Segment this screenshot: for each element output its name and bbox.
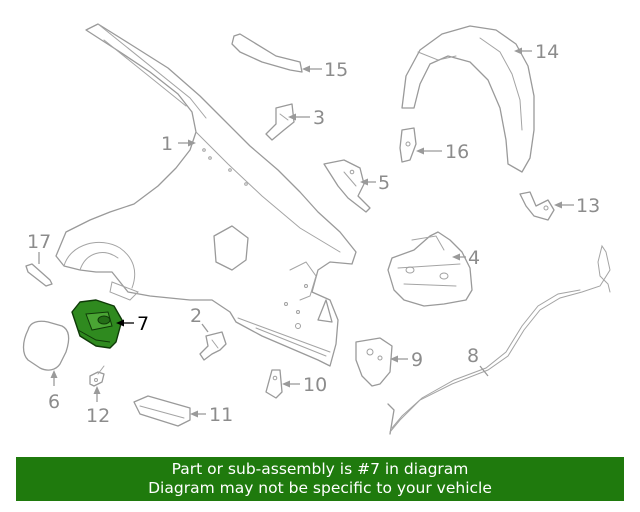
callout-label-17: 17 — [27, 231, 51, 253]
part-15-trim — [231, 33, 303, 73]
part-4-inner-panel — [387, 231, 473, 307]
callout-label-2: 2 — [190, 305, 202, 327]
part-11-channel — [133, 395, 191, 427]
part-10-bracket — [265, 369, 283, 399]
part-5-bracket — [323, 159, 371, 213]
callout-label-4: 4 — [468, 247, 480, 269]
callout-label-5: 5 — [378, 172, 390, 194]
callout-14[interactable]: 14 — [514, 41, 559, 63]
part-3-bracket — [265, 103, 295, 141]
part-12-clip — [89, 365, 105, 387]
callout-5[interactable]: 5 — [360, 172, 390, 194]
part-8-release-cable — [387, 244, 611, 435]
callout-12[interactable]: 12 — [86, 386, 110, 427]
callout-2[interactable]: 2 — [190, 305, 209, 333]
callout-3[interactable]: 3 — [288, 107, 325, 129]
callout-17[interactable]: 17 — [27, 231, 51, 264]
callout-13[interactable]: 13 — [554, 195, 600, 217]
callout-label-15: 15 — [324, 59, 348, 81]
callout-label-9: 9 — [411, 349, 423, 371]
callout-15[interactable]: 15 — [302, 59, 348, 81]
callout-1[interactable]: 1 — [161, 133, 196, 155]
callout-7[interactable]: 7 — [116, 313, 149, 335]
banner-line-1: Part or sub-assembly is #7 in diagram — [171, 460, 469, 478]
callout-8[interactable]: 8 — [467, 345, 489, 377]
part-17-strip — [25, 263, 53, 287]
callout-9[interactable]: 9 — [390, 349, 423, 371]
callout-label-16: 16 — [445, 141, 469, 163]
callout-label-14: 14 — [535, 41, 559, 63]
part-1-quarter-panel — [55, 23, 357, 367]
part-9-bracket — [355, 337, 393, 387]
part-2-bracket — [199, 331, 227, 361]
callout-label-7: 7 — [137, 313, 149, 335]
callout-11[interactable]: 11 — [190, 404, 233, 426]
parts-diagram: 1 2 3 4 5 6 7 8 9 10 — [22, 23, 611, 435]
part-14-wheel-liner — [401, 25, 535, 173]
banner-line-2: Diagram may not be specific to your vehi… — [148, 479, 492, 497]
callout-label-8: 8 — [467, 345, 479, 367]
callout-label-3: 3 — [313, 107, 325, 129]
callout-label-12: 12 — [86, 405, 110, 427]
callout-4[interactable]: 4 — [452, 247, 480, 269]
callout-label-6: 6 — [48, 391, 60, 413]
callout-label-1: 1 — [161, 133, 173, 155]
callout-label-10: 10 — [303, 374, 327, 396]
part-13-bracket — [519, 191, 555, 221]
part-7-fuel-filler-housing — [71, 299, 123, 349]
callout-label-11: 11 — [209, 404, 233, 426]
part-6-fuel-door — [22, 320, 70, 371]
callout-10[interactable]: 10 — [282, 374, 327, 396]
info-banner: Part or sub-assembly is #7 in diagram Di… — [16, 457, 624, 501]
callout-label-13: 13 — [576, 195, 600, 217]
part-16-bracket — [399, 127, 417, 163]
callout-6[interactable]: 6 — [48, 370, 60, 413]
callout-16[interactable]: 16 — [416, 141, 469, 163]
